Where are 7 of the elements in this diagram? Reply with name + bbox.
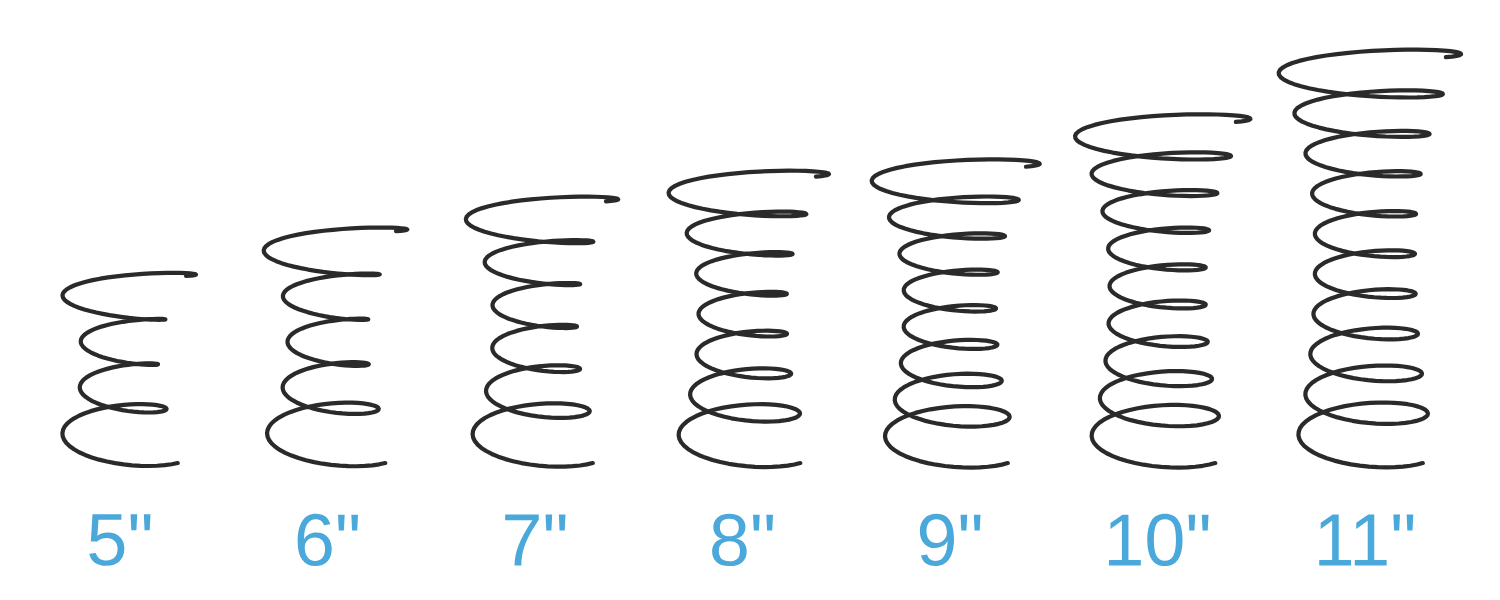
size-label: 11" <box>1319 514 1414 566</box>
size-label: 6" <box>297 513 358 567</box>
size-label: 10" <box>1109 513 1209 567</box>
size-label: 5" <box>89 514 151 566</box>
size-label: 7" <box>505 514 566 566</box>
size-label: 8" <box>712 513 773 567</box>
size-label: 9" <box>919 513 981 567</box>
